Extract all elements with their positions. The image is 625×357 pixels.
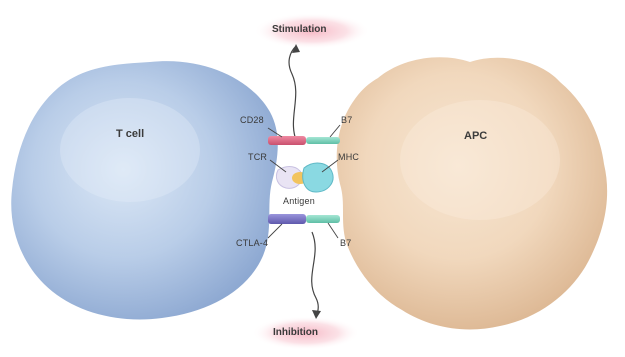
tcr-label: TCR [248, 152, 267, 162]
stimulation-label: Stimulation [272, 24, 326, 35]
b7-top-ligand [306, 137, 340, 144]
inhibition-label: Inhibition [273, 327, 318, 338]
b7-top-label: B7 [341, 115, 352, 125]
antigen-label: Antigen [283, 196, 315, 206]
b7-bottom-leader [328, 223, 338, 238]
stimulation-arrow [289, 46, 296, 140]
ctla4-label: CTLA-4 [236, 238, 268, 248]
apc-label: APC [464, 130, 487, 142]
b7-top-leader [330, 125, 340, 137]
ctla4-receptor [268, 214, 306, 224]
b7-bottom-ligand [306, 215, 340, 223]
b7-bottom-label: B7 [340, 238, 351, 248]
cd28-label: CD28 [240, 115, 264, 125]
t-cell-label: T cell [116, 128, 144, 140]
inhibition-arrow [312, 232, 319, 316]
cd28-receptor [268, 136, 306, 145]
mhc-label: MHC [338, 152, 359, 162]
ctla4-leader [268, 224, 282, 238]
